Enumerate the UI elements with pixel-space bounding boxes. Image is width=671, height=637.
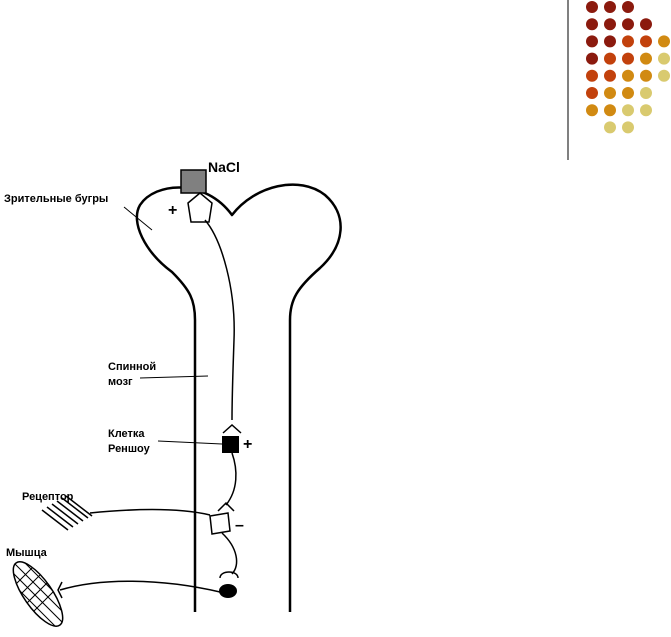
thalamus-plus-sign: +	[168, 202, 177, 219]
renshaw-pointer-line	[157, 440, 223, 445]
receptor-label: Рецептор	[22, 491, 74, 503]
interneuron-axon	[221, 532, 238, 575]
motor-neuron-synapse	[219, 571, 239, 579]
decorative-dot	[622, 35, 634, 48]
decorative-dot	[604, 1, 616, 13]
decorative-dot	[640, 18, 652, 31]
spinal-cord-label-line1: Спинной	[108, 361, 156, 373]
decorative-dot	[658, 35, 670, 48]
nacl-stimulus-box	[180, 169, 207, 194]
decorative-dot	[622, 121, 634, 134]
decorative-dot	[586, 104, 598, 117]
decorative-dot	[658, 69, 670, 82]
decorative-dot	[622, 69, 634, 82]
decorative-dot	[604, 87, 616, 99]
decorative-dot	[622, 87, 634, 99]
descending-axon	[204, 219, 235, 421]
renshaw-plus-sign: +	[243, 436, 252, 453]
inhibitory-minus-sign: –	[235, 517, 244, 534]
renshaw-label-line1: Клетка	[108, 428, 145, 440]
decorative-dot	[640, 52, 652, 65]
interneuron-synapse	[217, 501, 235, 512]
decorative-dot	[604, 18, 616, 31]
inhibitory-interneuron	[209, 512, 231, 535]
nacl-label: NaCl	[208, 159, 240, 175]
decorative-dot	[622, 52, 634, 65]
decorative-dot	[586, 52, 598, 65]
neuromuscular-junction	[57, 581, 63, 599]
renshaw-label-line2: Реншоу	[108, 443, 151, 455]
muscle-label: Мышца	[6, 547, 48, 559]
decorative-dot	[604, 35, 616, 48]
decorative-dot	[586, 87, 598, 99]
thalamus-neuron	[187, 192, 213, 223]
decorative-dot	[622, 1, 634, 13]
motor-axon	[59, 580, 221, 593]
decorative-dot	[640, 69, 652, 82]
motor-neuron	[219, 584, 237, 598]
renshaw-synapse	[222, 423, 242, 434]
spinal-cord-label-line2: мозг	[108, 376, 133, 388]
renshaw-cell	[222, 436, 239, 453]
decorative-dot	[586, 18, 598, 31]
decorative-dot	[622, 104, 634, 117]
thalamus-label: Зрительные бугры	[4, 193, 108, 205]
receptor-organ	[41, 495, 93, 531]
decorative-dot	[604, 104, 616, 117]
decorative-dot	[640, 87, 652, 99]
decorative-dot	[604, 52, 616, 65]
decorative-dot	[604, 121, 616, 134]
afferent-fiber	[89, 508, 211, 516]
brain-spinal-cord-outline	[135, 183, 342, 612]
decorative-dot	[640, 104, 652, 117]
muscle	[4, 554, 72, 634]
decorative-dot-grid	[586, 1, 670, 134]
decorative-dot	[586, 35, 598, 48]
decorative-dot	[586, 69, 598, 82]
renshaw-axon	[225, 452, 237, 506]
spinal-cord-pointer-line	[139, 375, 209, 379]
decorative-dot	[604, 69, 616, 82]
thalamus-pointer-line	[123, 206, 153, 231]
decorative-dot	[586, 1, 598, 13]
decorative-dot	[640, 35, 652, 48]
decorative-dot	[622, 18, 634, 31]
decorative-dot	[658, 52, 670, 65]
